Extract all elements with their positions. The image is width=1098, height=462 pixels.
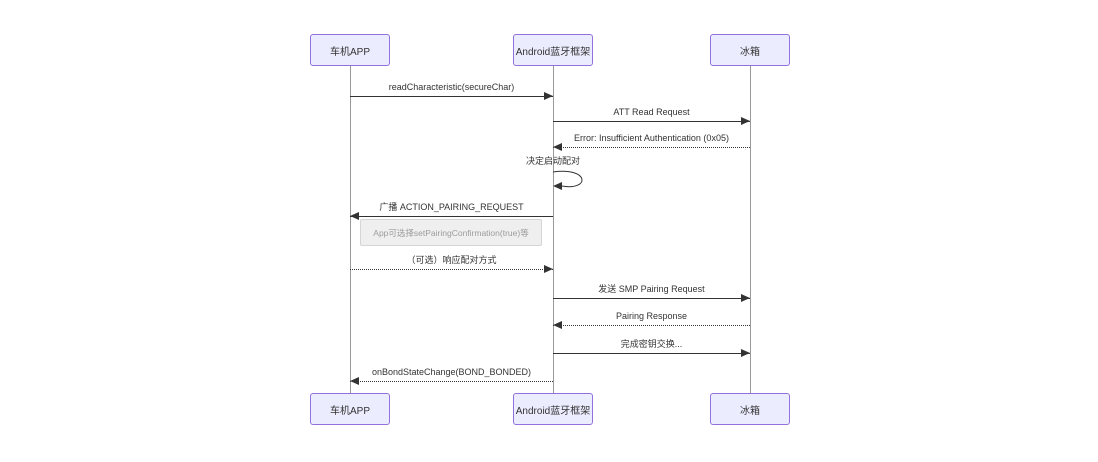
actor-car-app-top-label: 车机APP: [329, 46, 370, 58]
message-10-arrowhead-icon: [350, 377, 359, 385]
actor-android-bt-bottom: Android蓝牙框架: [513, 393, 593, 425]
actor-car-app-top: 车机APP: [310, 34, 390, 66]
message-1-label: readCharacteristic(secureChar): [388, 82, 515, 92]
actor-android-bt-top-label: Android蓝牙框架: [515, 46, 591, 58]
message-4-self-loop-icon: [552, 170, 583, 190]
actor-fridge-top-label: 冰箱: [740, 46, 760, 58]
message-3-label: Error: Insufficient Authentication (0x05…: [574, 133, 729, 143]
actor-android-bt-bottom-label: Android蓝牙框架: [515, 405, 591, 417]
message-2-line: [553, 121, 750, 122]
message-4-label: 决定启动配对: [525, 156, 580, 166]
note-label: App可选择setPairingConfirmation(true)等: [373, 227, 529, 238]
actor-car-app-bottom: 车机APP: [310, 393, 390, 425]
actor-android-bt-top: Android蓝牙框架: [513, 34, 593, 66]
message-3-arrowhead-icon: [553, 143, 562, 151]
message-8-line: [553, 325, 750, 326]
lifeline-car-app: [350, 66, 351, 393]
lifeline-android-bt: [553, 66, 554, 393]
message-6-label: （可选）响应配对方式: [406, 255, 497, 265]
message-1-line: [350, 96, 553, 97]
message-9-label: 完成密钥交换...: [620, 339, 683, 349]
message-10-line: [350, 381, 553, 382]
message-5-line: [350, 216, 553, 217]
message-1-arrowhead-icon: [544, 92, 553, 100]
message-5-arrowhead-icon: [350, 212, 359, 220]
message-8-arrowhead-icon: [553, 321, 562, 329]
message-6-line: [350, 269, 553, 270]
message-7-arrowhead-icon: [741, 294, 750, 302]
message-9-line: [553, 353, 750, 354]
message-3-line: [553, 147, 750, 148]
message-5-label: 广播 ACTION_PAIRING_REQUEST: [379, 202, 524, 212]
actor-fridge-bottom: 冰箱: [710, 393, 790, 425]
actor-car-app-bottom-label: 车机APP: [329, 405, 370, 417]
message-2-arrowhead-icon: [741, 117, 750, 125]
lifeline-fridge: [750, 66, 751, 393]
note-box: App可选择setPairingConfirmation(true)等: [360, 219, 542, 246]
message-8-label: Pairing Response: [615, 311, 688, 321]
actor-fridge-bottom-label: 冰箱: [740, 405, 760, 417]
message-10-label: onBondStateChange(BOND_BONDED): [371, 367, 532, 377]
message-2-label: ATT Read Request: [613, 107, 690, 117]
message-7-line: [553, 298, 750, 299]
message-9-arrowhead-icon: [741, 349, 750, 357]
message-6-arrowhead-icon: [544, 265, 553, 273]
message-7-label: 发送 SMP Pairing Request: [598, 284, 705, 294]
actor-fridge-top: 冰箱: [710, 34, 790, 66]
